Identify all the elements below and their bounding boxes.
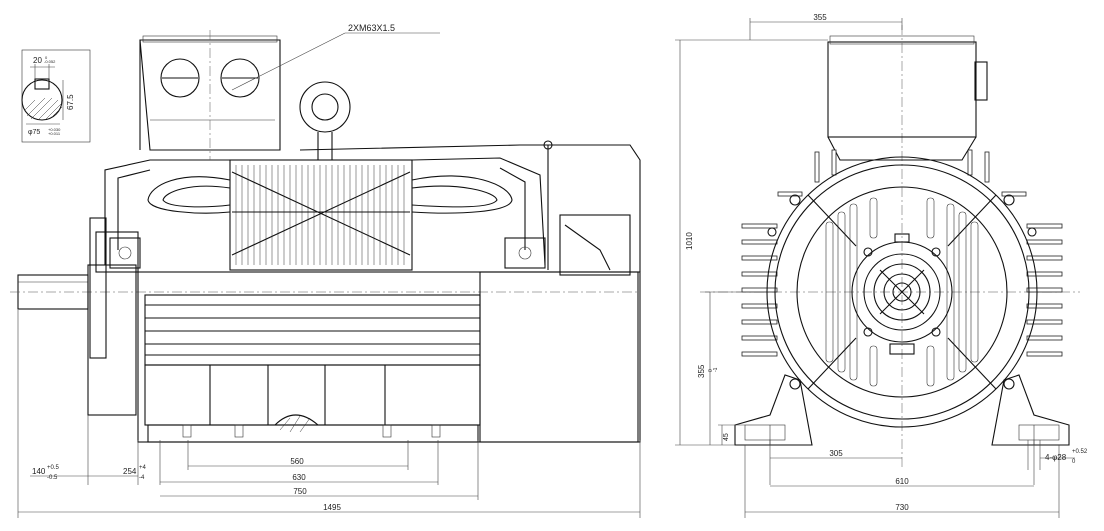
key-width-tolerance: 0-0.052 xyxy=(44,55,56,64)
side-view-dimensions: 140 +0.5 -0.5 254 +4 -4 560 630 750 1495 xyxy=(17,310,641,518)
motor-end-view: 355 1010 355 0-1 45 305 610 730 4 xyxy=(675,13,1088,518)
cable-gland-right xyxy=(220,58,260,98)
stator-lamination-hatching xyxy=(235,165,405,265)
terminal-box xyxy=(139,39,281,151)
fan-cover-outer xyxy=(774,164,1030,420)
end-view-dimensions: 355 1010 355 0-1 45 305 610 730 4 xyxy=(675,13,1088,518)
hole-diameter-label: 4-φ28 xyxy=(1045,453,1067,462)
cooling-fins xyxy=(741,149,1063,357)
hole-tol-lower: 0 xyxy=(1072,459,1076,465)
frame-outline xyxy=(766,156,1038,428)
dim-140-tol-lower: -0.5 xyxy=(47,475,58,481)
foot xyxy=(147,424,479,443)
end-terminal-box xyxy=(827,41,977,138)
dim-254-label: 254 xyxy=(123,467,137,476)
cable-gland-left xyxy=(160,58,200,98)
dim-140-label: 140 xyxy=(32,467,46,476)
stator-core xyxy=(229,159,413,271)
fan-cover-slots xyxy=(825,197,979,387)
dim-140-tol-upper: +0.5 xyxy=(47,465,60,471)
dim-1495-label: 1495 xyxy=(323,503,341,512)
thread-callout: 2XM63X1.5 xyxy=(348,23,395,33)
end-winding-left xyxy=(147,176,231,214)
bearing-front xyxy=(109,237,141,269)
end-foot-left xyxy=(734,374,813,446)
dim-355-height-tol: 0-1 xyxy=(708,367,719,372)
dim-355-height-label: 355 xyxy=(697,364,706,378)
fan-cover xyxy=(559,214,631,276)
shaft-key-section-inset: 20 0-0.052 67.5 φ75 +0.030+0.011 xyxy=(21,49,91,143)
dim-730-label: 730 xyxy=(895,503,909,512)
end-winding-right xyxy=(411,175,513,214)
end-foot-right xyxy=(991,374,1070,446)
shaft-diameter-label: φ75 xyxy=(28,129,40,136)
lifting-eye xyxy=(299,81,351,133)
frame xyxy=(137,271,639,443)
hole-tol-upper: +0.52 xyxy=(1072,449,1088,455)
dim-254-tol-upper: +4 xyxy=(139,465,147,471)
dim-630-label: 630 xyxy=(292,473,306,482)
key-width-label: 20 xyxy=(33,56,42,65)
dim-610-label: 610 xyxy=(895,477,909,486)
dim-560-label: 560 xyxy=(290,457,304,466)
key-height-label: 67.5 xyxy=(66,94,75,110)
dim-355-top-label: 355 xyxy=(813,13,827,22)
bearing-rear xyxy=(504,237,546,269)
shaft-diameter-tolerance: +0.030+0.011 xyxy=(48,127,61,136)
dim-1010-label: 1010 xyxy=(685,232,694,250)
motor-side-view: 2XM63X1.5 140 +0.5 -0.5 254 +4 -4 560 xyxy=(10,23,641,518)
dim-750-label: 750 xyxy=(293,487,307,496)
dim-45-label: 45 xyxy=(723,433,730,441)
dim-305-label: 305 xyxy=(829,449,843,458)
bolt xyxy=(789,194,801,206)
dim-254-tol-lower: -4 xyxy=(139,475,145,481)
